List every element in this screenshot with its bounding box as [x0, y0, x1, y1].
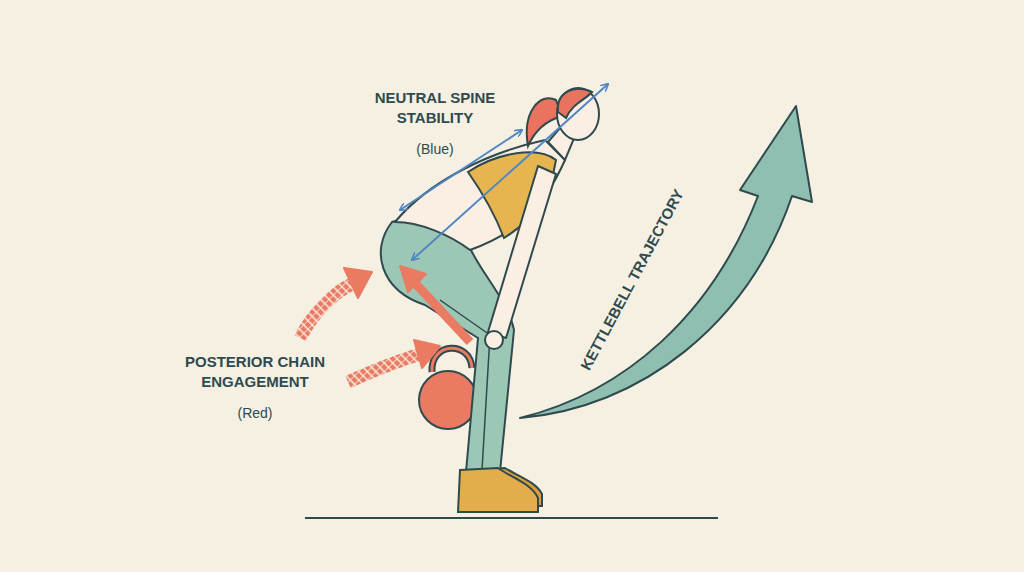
- kettlebell-handle: [432, 348, 472, 372]
- section-heading: NEUTRAL SPINE STABILITY: [360, 88, 510, 127]
- leg-line: [440, 300, 490, 470]
- section-heading: POSTERIOR CHAIN ENGAGEMENT: [165, 352, 345, 391]
- trajectory-label: KETTLEBELL TRAJECTORY: [576, 186, 688, 374]
- ponytail: [527, 98, 562, 146]
- color-note: (Blue): [360, 140, 510, 158]
- posterior-arrow: [348, 354, 420, 382]
- arm: [488, 166, 556, 338]
- head: [557, 88, 599, 140]
- trajectory-arrow: [520, 106, 812, 418]
- shoe: [458, 468, 538, 512]
- posterior-arrow: [414, 282, 470, 342]
- posterior-arrowhead: [344, 268, 372, 298]
- posterior-arrow: [300, 284, 352, 338]
- leggings: [381, 219, 514, 472]
- color-note: (Red): [165, 404, 345, 422]
- hand: [485, 331, 503, 349]
- posterior-arrowhead: [400, 266, 426, 292]
- kettlebell-handle: [432, 348, 472, 372]
- posterior-arrowhead: [414, 340, 440, 368]
- kettlebell: [419, 371, 477, 429]
- ground-line: [305, 517, 718, 519]
